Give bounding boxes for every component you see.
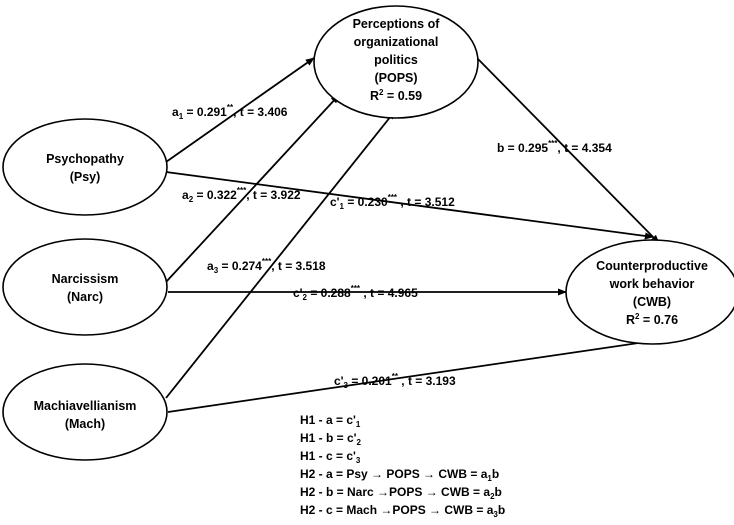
node-narc-line-2: (Narc) xyxy=(67,290,103,304)
hypothesis-1: H1 - a = c'1 xyxy=(300,413,361,429)
node-psy-line-1: Psychopathy xyxy=(46,152,124,166)
node-mach: Machiavellianism (Mach) xyxy=(2,363,168,461)
edge-a1-psy-to-pops xyxy=(165,57,315,163)
edge-a3-mach-to-pops xyxy=(165,110,396,399)
hypothesis-5: H2 - b = Narc →POPS → CWB = a2b xyxy=(300,485,502,501)
label-c3: c'3 = 0.201** , t = 3.193 xyxy=(334,372,456,390)
node-mach-line-2: (Mach) xyxy=(65,417,105,431)
node-cwb-line-2: work behavior xyxy=(609,277,695,291)
hypothesis-2: H1 - b = c'2 xyxy=(300,431,362,447)
node-pops-r2: R2 = 0.59 xyxy=(370,88,422,103)
edge-b-pops-to-cwb xyxy=(477,58,660,244)
hypothesis-4: H2 - a = Psy → POPS → CWB = a1b xyxy=(300,467,499,483)
label-a3: a3 = 0.274***, t = 3.518 xyxy=(207,257,326,275)
label-b: b = 0.295***, t = 4.354 xyxy=(497,139,612,155)
label-c1: c'1 = 0.230*** , t = 3.512 xyxy=(330,193,455,211)
hypotheses-list: H1 - a = c'1 H1 - b = c'2 H1 - c = c'3 H… xyxy=(300,413,505,519)
edge-a2-narc-to-pops xyxy=(165,94,340,283)
node-cwb-line-1: Counterproductive xyxy=(596,259,708,273)
label-a1: a1 = 0.291**, t = 3.406 xyxy=(172,103,288,121)
hypothesis-3: H1 - c = c'3 xyxy=(300,449,361,465)
node-pops-line-3: politics xyxy=(374,53,418,67)
node-pops-line-2: organizational xyxy=(354,35,439,49)
node-narc: Narcissism (Narc) xyxy=(2,238,168,336)
node-narc-line-1: Narcissism xyxy=(52,272,119,286)
node-cwb-r2: R2 = 0.76 xyxy=(626,312,678,327)
edge-c3-mach-to-cwb xyxy=(167,337,660,413)
node-mach-line-1: Machiavellianism xyxy=(34,399,137,413)
node-pops-line-1: Perceptions of xyxy=(353,17,441,31)
node-pops: Perceptions of organizational politics (… xyxy=(313,5,479,119)
hypothesis-6: H2 - c = Mach →POPS → CWB = a3b xyxy=(300,503,505,519)
node-cwb: Counterproductive work behavior (CWB) R2… xyxy=(565,239,734,345)
edge-c1-psy-to-cwb xyxy=(165,171,654,240)
node-psy: Psychopathy (Psy) xyxy=(2,118,168,216)
node-cwb-line-3: (CWB) xyxy=(633,295,671,309)
node-pops-line-4: (POPS) xyxy=(374,71,417,85)
label-c2: c'2 = 0.288*** , t = 4.965 xyxy=(293,284,418,302)
label-a2: a2 = 0.322***, t = 3.922 xyxy=(182,186,301,204)
node-psy-line-2: (Psy) xyxy=(70,170,101,184)
